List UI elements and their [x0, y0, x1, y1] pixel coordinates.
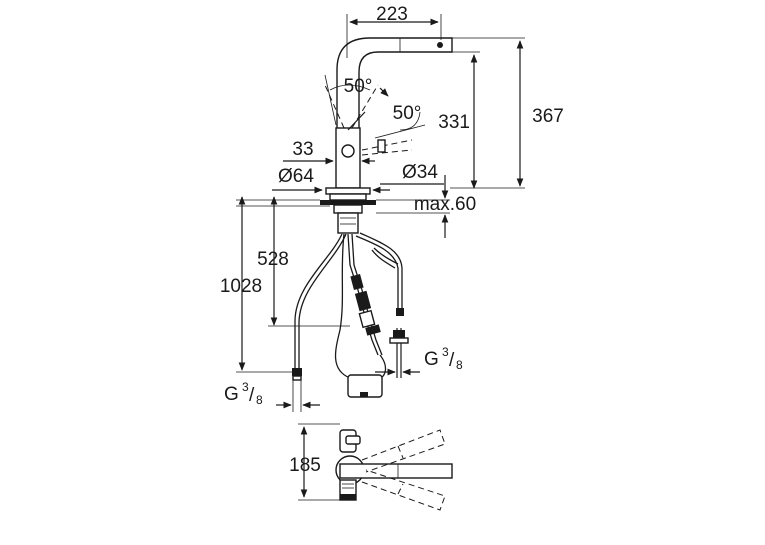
dim-367: 367	[532, 106, 564, 127]
thread-left-letter: G	[224, 384, 239, 405]
faucet-top-view	[335, 429, 453, 511]
hoses	[292, 232, 409, 398]
dim-max-60: max.60	[414, 194, 476, 215]
dim-diameter-64: Ø64	[278, 166, 314, 187]
dim-diameter-34: Ø34	[402, 162, 438, 183]
dim-angle-top: 50°	[344, 76, 373, 97]
dim-528: 528	[257, 249, 289, 270]
dim-angle-side: 50°	[393, 103, 422, 124]
thread-right-letter: G	[424, 349, 439, 370]
thread-right-num: 3	[442, 345, 449, 359]
thread-left-num: 3	[242, 380, 249, 394]
thread-left-slash: /	[249, 385, 255, 406]
thread-label-right: G 3 / 8	[424, 345, 463, 372]
thread-label-left: G 3 / 8	[224, 380, 263, 407]
dimension-labels: 223 50° 50° 331 367 33 Ø64 Ø34 max.60 52…	[220, 4, 564, 476]
dim-331: 331	[438, 112, 470, 133]
dimension-lines	[236, 14, 525, 501]
thread-right-den: 8	[456, 358, 463, 372]
thread-left-den: 8	[256, 393, 263, 407]
dim-33: 33	[292, 139, 313, 160]
dim-223: 223	[376, 4, 408, 25]
dim-185: 185	[289, 455, 321, 476]
faucet-side-view	[236, 37, 453, 234]
dim-1028: 1028	[220, 276, 262, 297]
thread-right-slash: /	[449, 350, 455, 371]
